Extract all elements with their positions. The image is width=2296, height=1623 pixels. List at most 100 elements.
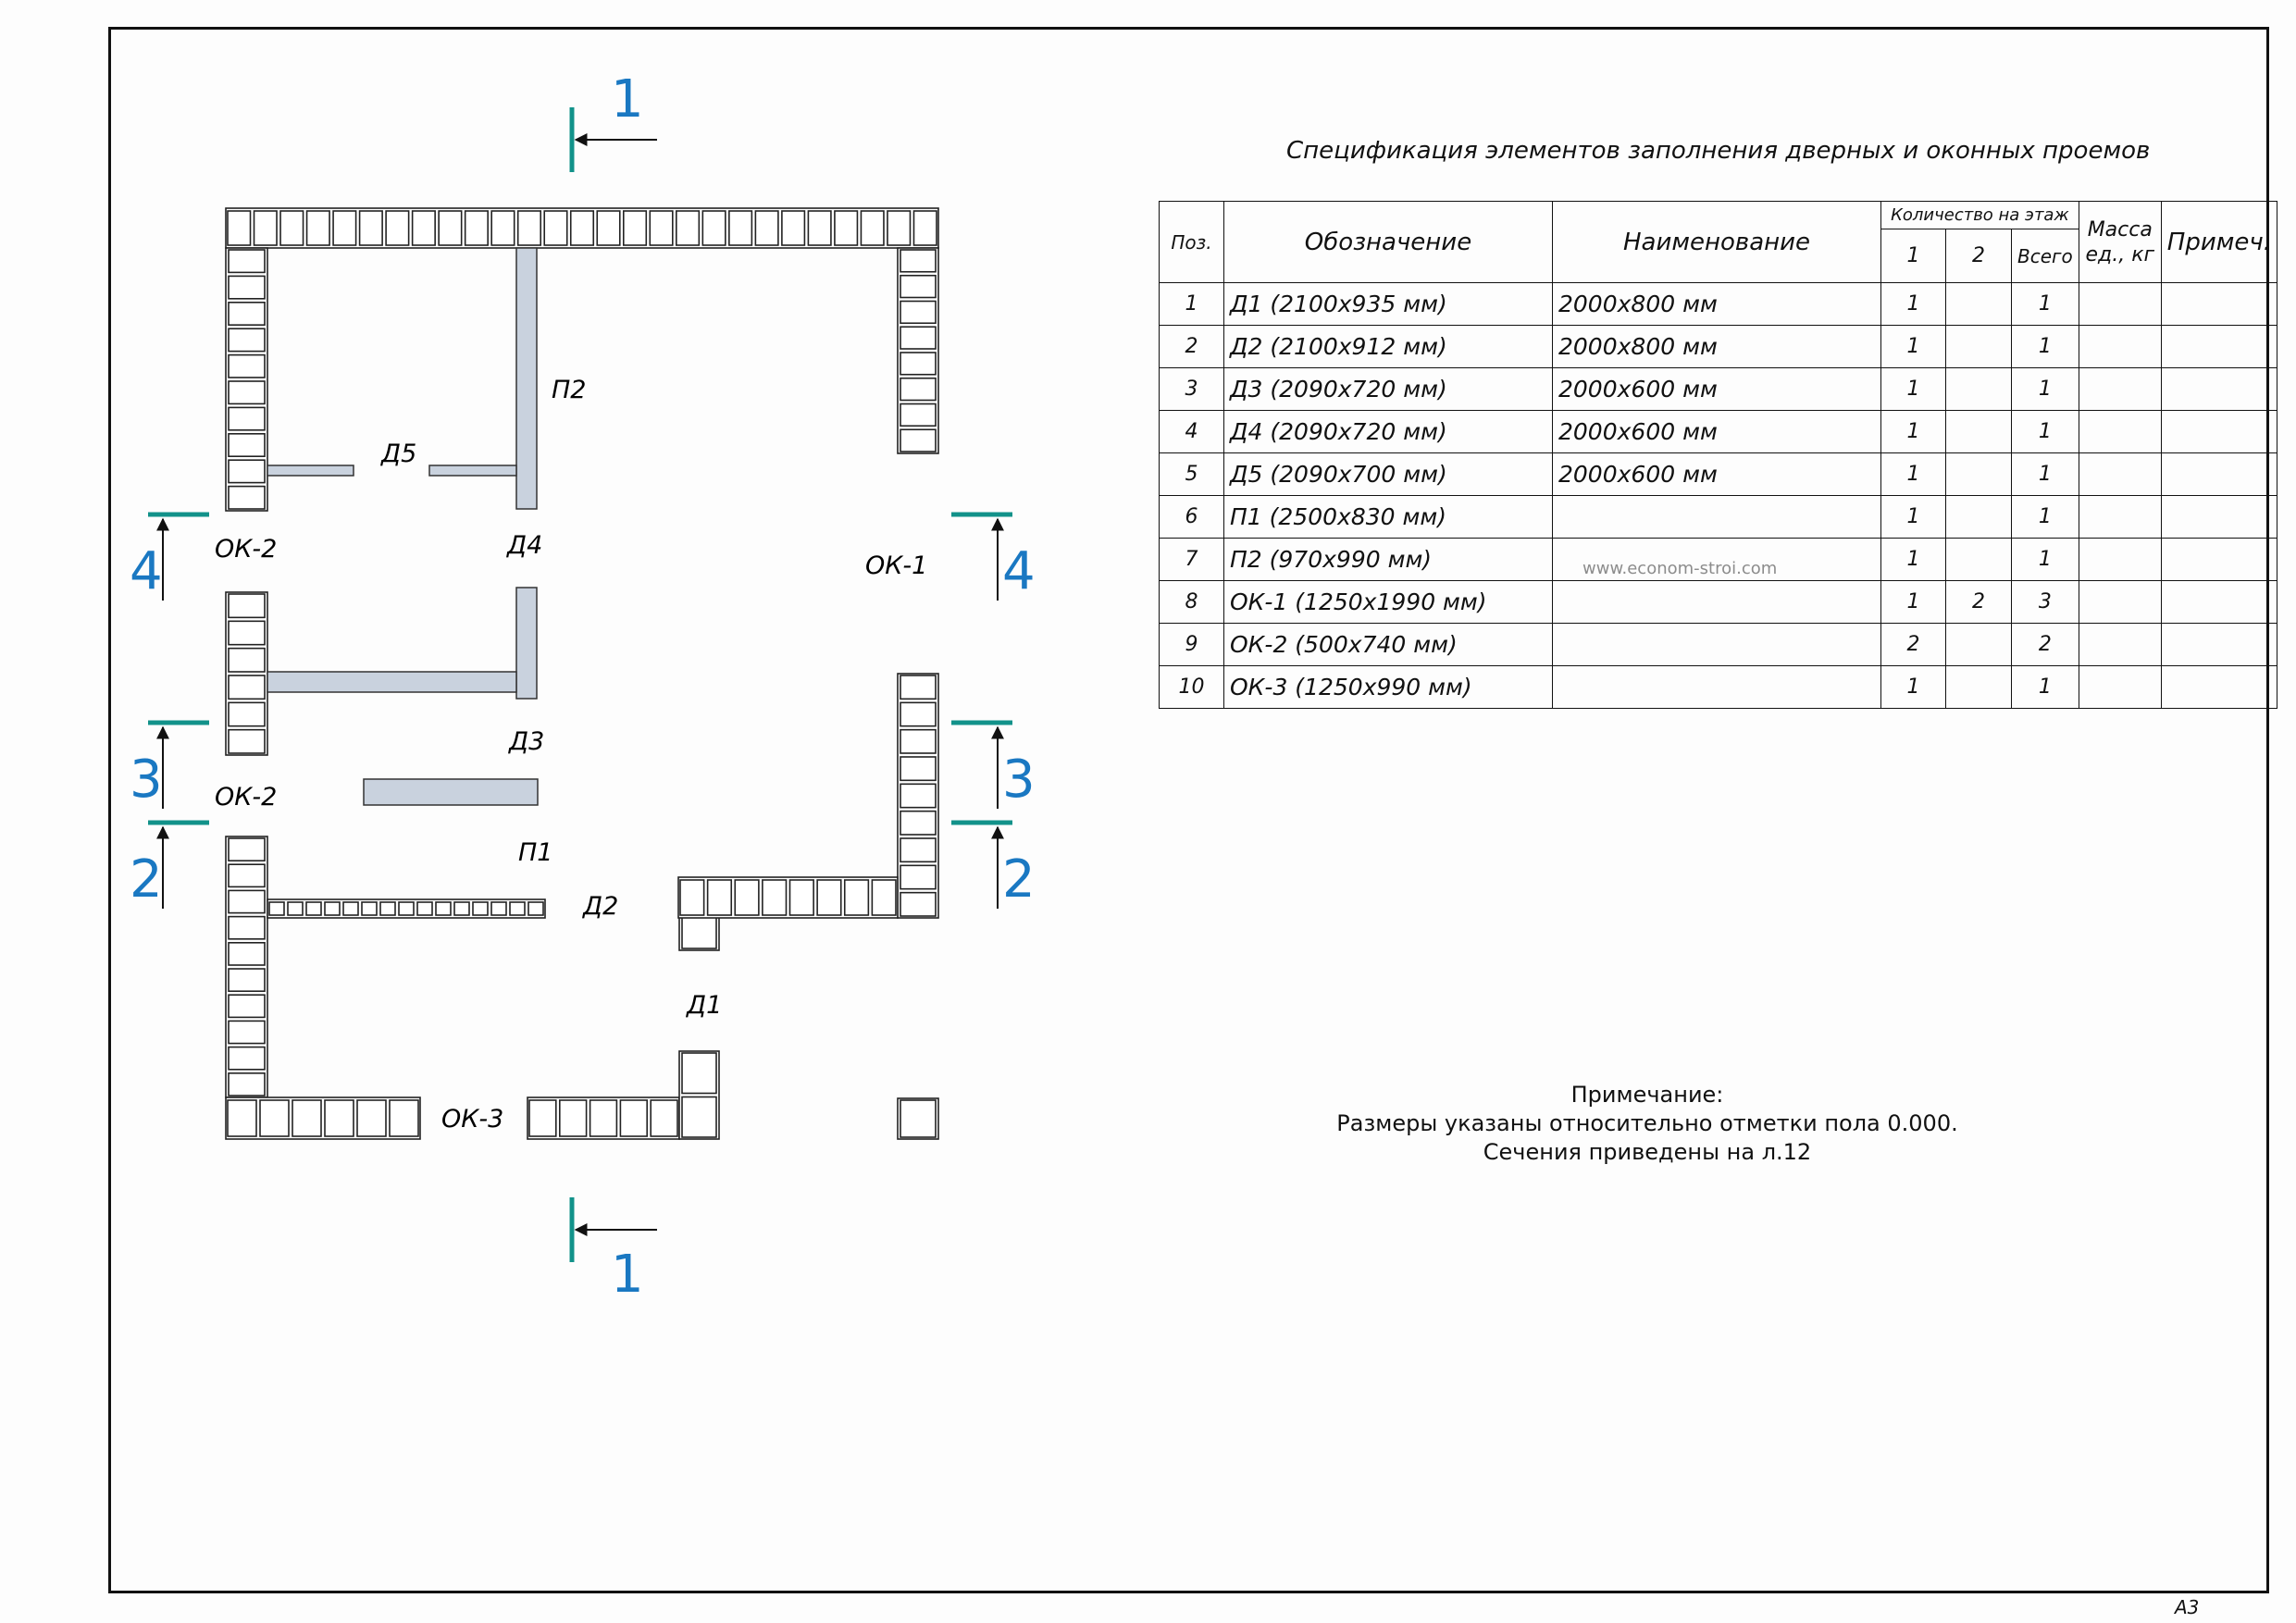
spec-name [1552,538,1881,581]
wall-block [622,210,648,246]
wall-block [728,210,753,246]
wall-block [701,210,726,246]
partition [515,247,538,510]
spec-pos: 5 [1159,452,1224,496]
wall-block [834,210,859,246]
label-d4: Д4 [506,531,542,560]
wall-block [279,210,304,246]
spec-note [2160,495,2277,539]
partitions [267,247,539,806]
spec-pos: 1 [1159,282,1224,326]
wall-block [516,210,542,246]
spec-note [2160,410,2277,453]
partition [515,587,538,700]
plan-note: Примечание: Размеры указаны относительно… [1277,1081,2017,1167]
wall-block [228,459,266,484]
section-number: 1 [611,69,644,130]
spec-qty-total: 1 [2011,495,2079,539]
spec-qty-1: 1 [1880,282,1946,326]
spec-qty-total: 3 [2011,580,2079,624]
header-qty-group: Количество на этаж [1880,201,2079,229]
spec-pos: 2 [1159,325,1224,368]
partition [267,671,517,693]
wall-block [379,901,396,916]
wall-block [228,994,266,1019]
spec-qty-2 [1945,538,2012,581]
section-number: 3 [130,750,163,810]
wall-block [228,701,266,727]
wall-block [650,1099,678,1137]
wall-block [228,941,266,966]
spec-table: Поз. Обозначение Наименование Количество… [1159,201,2277,709]
wall-block [324,901,341,916]
wall-block [228,353,266,378]
spec-name: 2000х600 мм [1552,410,1881,453]
header-qty-2: 2 [1945,229,2012,283]
wall-block [569,210,595,246]
wall-block [490,210,515,246]
spec-designation: Д1 (2100х935 мм) [1223,282,1553,326]
wall-block [324,1099,354,1137]
wall-block [228,915,266,940]
wall-block [843,879,870,916]
spec-designation: Д4 (2090х720 мм) [1223,410,1553,453]
spec-designation: ОК-1 (1250х1990 мм) [1223,580,1553,624]
wall-block [543,210,568,246]
spec-pos: 6 [1159,495,1224,539]
wall-block [228,249,266,274]
wall-block [900,249,937,273]
wall-block [900,352,937,376]
spec-mass [2078,538,2162,581]
wall-block [228,1072,266,1096]
spec-designation: Д5 (2090х700 мм) [1223,452,1553,496]
wall-block [912,210,937,246]
drawing-frame [108,27,2269,1593]
spec-note [2160,367,2277,411]
wall-block [228,1020,266,1045]
wall-block [681,1096,717,1138]
spec-qty-1: 1 [1880,410,1946,453]
wall-block [681,1052,717,1095]
wall-block [472,901,489,916]
spec-qty-2 [1945,452,2012,496]
spec-qty-2 [1945,410,2012,453]
wall-block [287,901,304,916]
spec-qty-2 [1945,623,2012,666]
spec-name [1552,665,1881,709]
spec-qty-total: 1 [2011,452,2079,496]
spec-pos: 4 [1159,410,1224,453]
wall-block [900,274,937,299]
wall-block [754,210,779,246]
label-p2: П2 [552,376,586,404]
wall-block [900,837,937,863]
wall-block [358,210,383,246]
wall-block [509,901,526,916]
header-note: Примеч. [2160,201,2277,283]
spec-qty-total: 1 [2011,282,2079,326]
spec-mass [2078,282,2162,326]
wall-block [900,864,937,890]
spec-qty-1: 1 [1880,495,1946,539]
spec-qty-1: 1 [1880,367,1946,411]
wall-block [679,879,705,916]
spec-designation: П1 (2500х830 мм) [1223,495,1553,539]
wall-block [228,1046,266,1071]
section-number: 2 [130,849,163,910]
wall-block [490,901,507,916]
spec-name [1552,495,1881,539]
wall-block [228,968,266,993]
spec-name [1552,580,1881,624]
wall-block [676,210,701,246]
section-number: 4 [130,541,163,601]
spec-mass [2078,452,2162,496]
wall-block [228,863,266,888]
spec-designation: П2 (970х990 мм) [1223,538,1553,581]
header-mass: Масса ед., кг [2078,201,2162,283]
wall-block [706,879,733,916]
